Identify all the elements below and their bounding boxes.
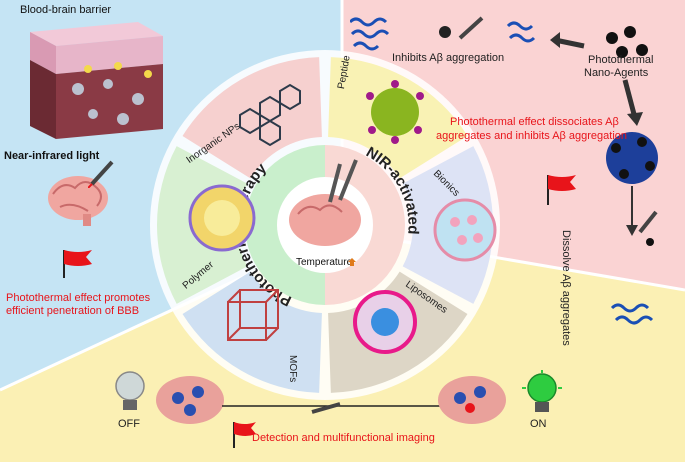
amyloid-illustration: [350, 16, 658, 246]
graphene-icon: [239, 83, 301, 147]
flag-icon: [63, 250, 92, 278]
dissolved-fibrils: [610, 303, 654, 325]
inhibits-label: Inhibits Aβ aggregation: [392, 52, 505, 64]
brain-on-icon: [438, 376, 506, 424]
brain-off-icon: [156, 376, 224, 424]
detection-label: Detection and multifunctional imaging: [252, 432, 435, 444]
agents-line1: Photothermal: [588, 54, 654, 66]
caption-bbb-line2: efficient penetration of BBB: [6, 305, 140, 317]
flag-icon-bottom: [233, 422, 256, 448]
dissociate-line1: Photothermal effect dissociates Aβ: [450, 116, 619, 128]
laser-icon: [88, 160, 114, 188]
bbb-illustration: [30, 22, 163, 139]
bbb-title: Blood-brain barrier: [20, 4, 112, 16]
on-label: ON: [530, 418, 547, 430]
bionics-cell-icon: [433, 198, 497, 262]
brain-icon: [48, 176, 108, 226]
near-infrared-label: Near-infrared light: [4, 150, 100, 162]
agents-line2: Nano-Agents: [584, 67, 649, 79]
bulb-on-icon: [522, 370, 562, 412]
laser-icon-bottom: [311, 402, 341, 414]
peptide-sphere-icon: [371, 88, 419, 136]
ring-segment: [182, 271, 322, 393]
bulb-off-icon: [115, 371, 145, 410]
off-label: OFF: [118, 418, 140, 430]
temperature-label: Temperature: [296, 257, 353, 268]
dissociate-line2: aggregates and inhibits Aβ aggregation: [436, 130, 628, 142]
caption-bbb-line1: Photothermal effect promotes: [6, 292, 151, 304]
temperature-arrow-icon: [348, 258, 356, 266]
mof-lattice-icon: [227, 289, 279, 341]
